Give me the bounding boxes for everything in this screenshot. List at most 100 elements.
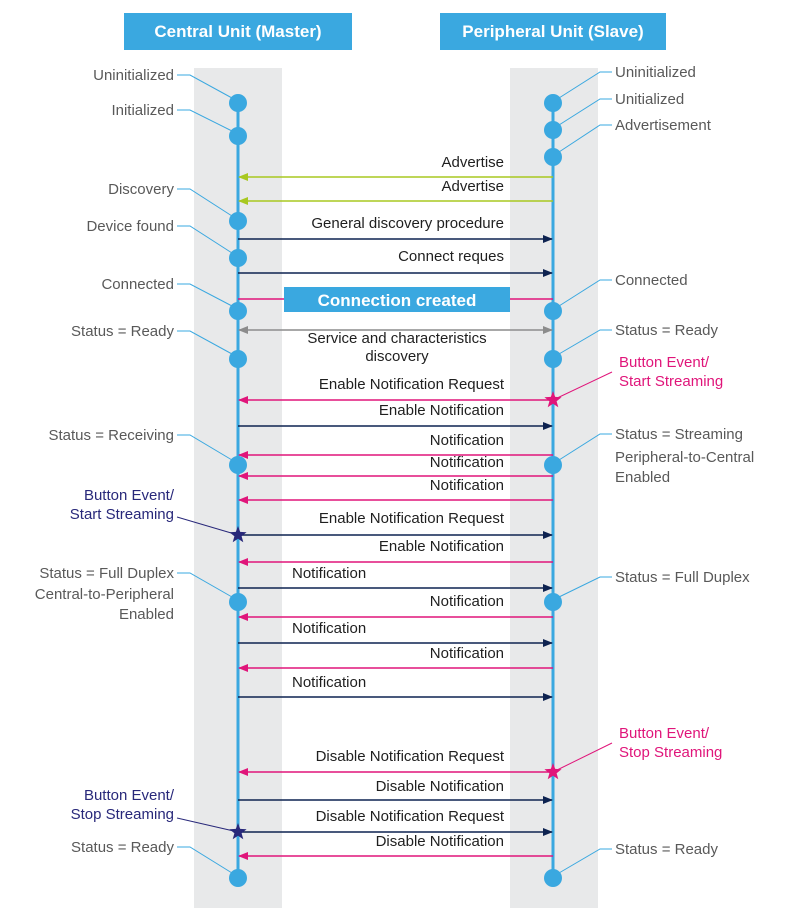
message-label: Service and characteristics xyxy=(307,330,486,347)
message-label: Notification xyxy=(430,454,504,471)
leader-line xyxy=(558,71,612,99)
message-label: Notification xyxy=(430,432,504,449)
master-state-node xyxy=(229,350,247,368)
master-state-label: Initialized xyxy=(111,102,174,119)
leader-line xyxy=(177,846,233,874)
slave-state-node xyxy=(544,350,562,368)
message-label: Disable Notification Request xyxy=(316,808,505,825)
master-state-node xyxy=(229,869,247,887)
master-state-label: Status = Full Duplex xyxy=(39,565,174,582)
event-star-icon xyxy=(229,823,247,840)
message-label: Notification xyxy=(430,645,504,662)
leader-line xyxy=(558,576,612,598)
message-label: Disable Notification xyxy=(376,778,504,795)
message-label: discovery xyxy=(365,348,429,365)
slave-state-label: Status = Ready xyxy=(615,841,718,858)
button-event-label: Stop Streaming xyxy=(71,806,174,823)
event-leader-line xyxy=(552,742,613,773)
slave-state-label: Status = Streaming xyxy=(615,426,743,443)
slave-state-node xyxy=(544,593,562,611)
master-state-node xyxy=(229,593,247,611)
peripheral-unit-header: Peripheral Unit (Slave) xyxy=(440,13,666,50)
event-star-icon xyxy=(229,526,247,543)
connection-created-label: Connection created xyxy=(318,291,477,310)
leader-line xyxy=(558,98,612,126)
button-event-label: Button Event/ xyxy=(619,725,710,742)
slave-state-node xyxy=(544,456,562,474)
master-state-label: Discovery xyxy=(108,181,174,198)
button-event-label: Start Streaming xyxy=(70,506,174,523)
leader-line xyxy=(177,434,233,461)
state-nodes xyxy=(229,94,562,887)
master-state-label: Connected xyxy=(101,276,174,293)
event-star-icon xyxy=(544,763,562,780)
message-label: Notification xyxy=(430,477,504,494)
slave-state-node xyxy=(544,302,562,320)
leader-line xyxy=(177,572,233,598)
button-event-label: Button Event/ xyxy=(619,354,710,371)
event-leader-line xyxy=(552,371,613,401)
master-state-label: Device found xyxy=(86,218,174,235)
message-label: General discovery procedure xyxy=(311,215,504,232)
leader-line xyxy=(177,330,233,355)
leader-line xyxy=(177,283,233,307)
leader-line xyxy=(177,188,233,217)
message-label: Disable Notification Request xyxy=(316,748,505,765)
slave-state-label: Enabled xyxy=(615,469,670,486)
slave-state-label: Connected xyxy=(615,272,688,289)
peripheral-unit-title: Peripheral Unit (Slave) xyxy=(462,22,643,41)
master-state-label: Enabled xyxy=(119,606,174,623)
event-leader-line xyxy=(176,516,239,536)
message-label: Notification xyxy=(292,674,366,691)
leader-line xyxy=(177,225,233,254)
leader-line xyxy=(177,74,233,99)
slave-state-node xyxy=(544,121,562,139)
slave-state-node xyxy=(544,94,562,112)
leader-lines xyxy=(176,71,613,874)
message-label: Connect reques xyxy=(398,248,504,265)
master-state-label: Status = Receiving xyxy=(49,427,175,444)
leader-line xyxy=(558,279,612,307)
central-unit-header: Central Unit (Master) xyxy=(124,13,352,50)
leader-line xyxy=(558,433,612,461)
button-event-label: Button Event/ xyxy=(84,787,175,804)
message-label: Enable Notification Request xyxy=(319,510,505,527)
slave-state-label: Status = Full Duplex xyxy=(615,569,750,586)
message-label: Enable Notification xyxy=(379,538,504,555)
slave-state-label: Advertisement xyxy=(615,117,712,134)
event-star-icon xyxy=(544,391,562,408)
leader-line xyxy=(558,329,612,355)
slave-state-label: Unitialized xyxy=(615,91,684,108)
master-state-node xyxy=(229,302,247,320)
connection-created: Connection created xyxy=(238,287,553,312)
message-label: Notification xyxy=(292,620,366,637)
message-label: Advertise xyxy=(441,178,504,195)
message-label: Enable Notification xyxy=(379,402,504,419)
slave-state-node xyxy=(544,869,562,887)
master-state-label: Status = Ready xyxy=(71,839,174,856)
button-event-label: Start Streaming xyxy=(619,373,723,390)
message-label: Notification xyxy=(292,565,366,582)
leader-line xyxy=(177,109,233,132)
slave-state-label: Uninitialized xyxy=(615,64,696,81)
slave-state-node xyxy=(544,148,562,166)
leader-line xyxy=(558,124,612,153)
master-state-node xyxy=(229,212,247,230)
leader-line xyxy=(558,848,612,874)
master-state-node xyxy=(229,249,247,267)
slave-state-label: Peripheral-to-Central xyxy=(615,449,754,466)
state-labels: UninitializedInitializedDiscoveryDevice … xyxy=(35,64,754,858)
button-event-label: Button Event/ xyxy=(84,487,175,504)
event-leader-line xyxy=(176,817,239,833)
master-state-label: Central-to-Peripheral xyxy=(35,586,174,603)
central-unit-title: Central Unit (Master) xyxy=(154,22,321,41)
master-state-node xyxy=(229,127,247,145)
master-state-label: Uninitialized xyxy=(93,67,174,84)
slave-state-label: Status = Ready xyxy=(615,322,718,339)
message-label: Advertise xyxy=(441,154,504,171)
message-label: Enable Notification Request xyxy=(319,376,505,393)
message-label: Notification xyxy=(430,593,504,610)
message-label: Disable Notification xyxy=(376,833,504,850)
